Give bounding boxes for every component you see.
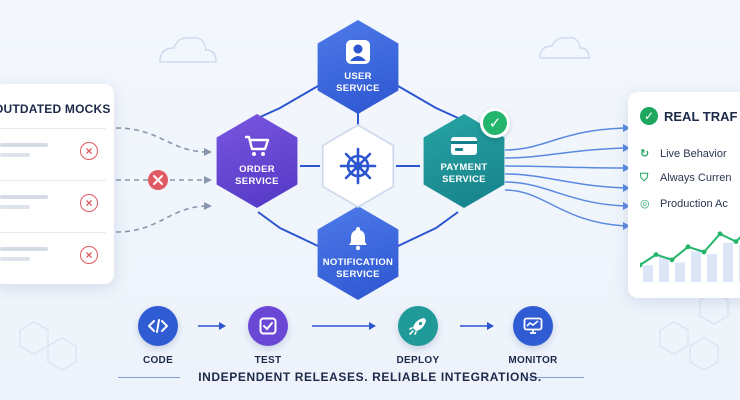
monitor-icon	[513, 306, 553, 346]
hub-node	[323, 126, 393, 206]
card-icon	[451, 137, 477, 155]
outdated-mocks-panel: OUTDATED MOCKS × × ×	[0, 84, 114, 284]
shield-check-icon: ⛉	[640, 172, 649, 184]
chart-bar	[723, 242, 733, 282]
service-label: NOTIFICATION	[322, 257, 394, 268]
service-label: SERVICE	[235, 176, 279, 187]
pipeline-step-monitor: MONITOR	[493, 306, 573, 366]
code-icon	[138, 306, 178, 346]
service-label: ORDER	[239, 164, 275, 175]
order-service-node: ORDER SERVICE	[216, 114, 298, 208]
arrow-heads	[204, 148, 212, 210]
cloud-icon	[159, 36, 590, 63]
bell-icon	[349, 227, 367, 251]
list-item: ×	[0, 232, 106, 278]
check-circle-icon: ✓	[640, 107, 658, 125]
service-label: USER	[344, 71, 372, 82]
step-label: DEPLOY	[396, 355, 440, 366]
traffic-arrow-heads	[623, 124, 630, 230]
divider	[528, 377, 584, 378]
item-label: Always Curren	[660, 172, 732, 184]
chart-bar	[659, 256, 669, 282]
trend-point	[640, 262, 643, 268]
pipeline-step-test: TEST	[228, 306, 308, 366]
user-service-node: USER SERVICE	[317, 20, 399, 114]
list-item: ×	[0, 128, 106, 174]
trend-point	[701, 249, 707, 255]
rocket-icon	[398, 306, 438, 346]
step-label: CODE	[142, 355, 174, 366]
pipeline-step-code: CODE	[118, 306, 198, 366]
service-label: SERVICE	[336, 269, 380, 280]
service-label: SERVICE	[336, 83, 380, 94]
x-circle-icon: ×	[80, 246, 98, 264]
trend-point	[669, 257, 675, 263]
traffic-trend-chart	[640, 231, 740, 282]
trend-point	[653, 252, 659, 257]
trend-point	[685, 244, 691, 250]
trend-line	[640, 232, 740, 266]
item-label: Production Ac	[660, 198, 728, 210]
list-item: ◎ Production Ac	[640, 197, 728, 210]
list-item: ⛉ Always Curren	[640, 172, 732, 185]
divider	[118, 377, 180, 378]
refresh-icon: ↻	[640, 148, 650, 160]
network-lines	[257, 85, 459, 247]
chart-bar	[675, 262, 685, 282]
traffic-lines	[504, 127, 626, 227]
check-circle-icon: ✓	[480, 108, 510, 138]
chart-bar	[691, 251, 701, 282]
helm-icon	[339, 147, 377, 185]
pipeline-step-deploy: DEPLOY	[378, 306, 458, 366]
step-label: MONITOR	[508, 355, 558, 366]
list-item: ↻ Live Behavior	[640, 147, 727, 160]
user-icon	[346, 40, 370, 64]
step-label: TEST	[254, 355, 282, 366]
panel-title: OUTDATED MOCKS	[0, 102, 111, 116]
service-label: PAYMENT	[440, 162, 488, 173]
item-label: Live Behavior	[660, 148, 727, 160]
x-circle-icon: ×	[80, 194, 98, 212]
cart-icon	[245, 135, 270, 156]
real-traffic-panel: ✓ REAL TRAF ↻ Live Behavior ⛉ Always Curre…	[628, 92, 740, 298]
chart-bar	[643, 265, 653, 282]
x-circle-icon: ×	[80, 142, 98, 160]
list-item: ×	[0, 180, 106, 226]
service-label: SERVICE	[442, 174, 486, 185]
chart-bar	[707, 254, 717, 282]
trend-point	[717, 231, 723, 237]
target-icon: ◎	[640, 198, 650, 210]
trend-point	[733, 239, 739, 244]
tagline: INDEPENDENT RELEASES. RELIABLE INTEGRATI…	[198, 370, 542, 384]
checkbox-icon	[248, 306, 288, 346]
panel-title: REAL TRAF	[664, 109, 738, 124]
